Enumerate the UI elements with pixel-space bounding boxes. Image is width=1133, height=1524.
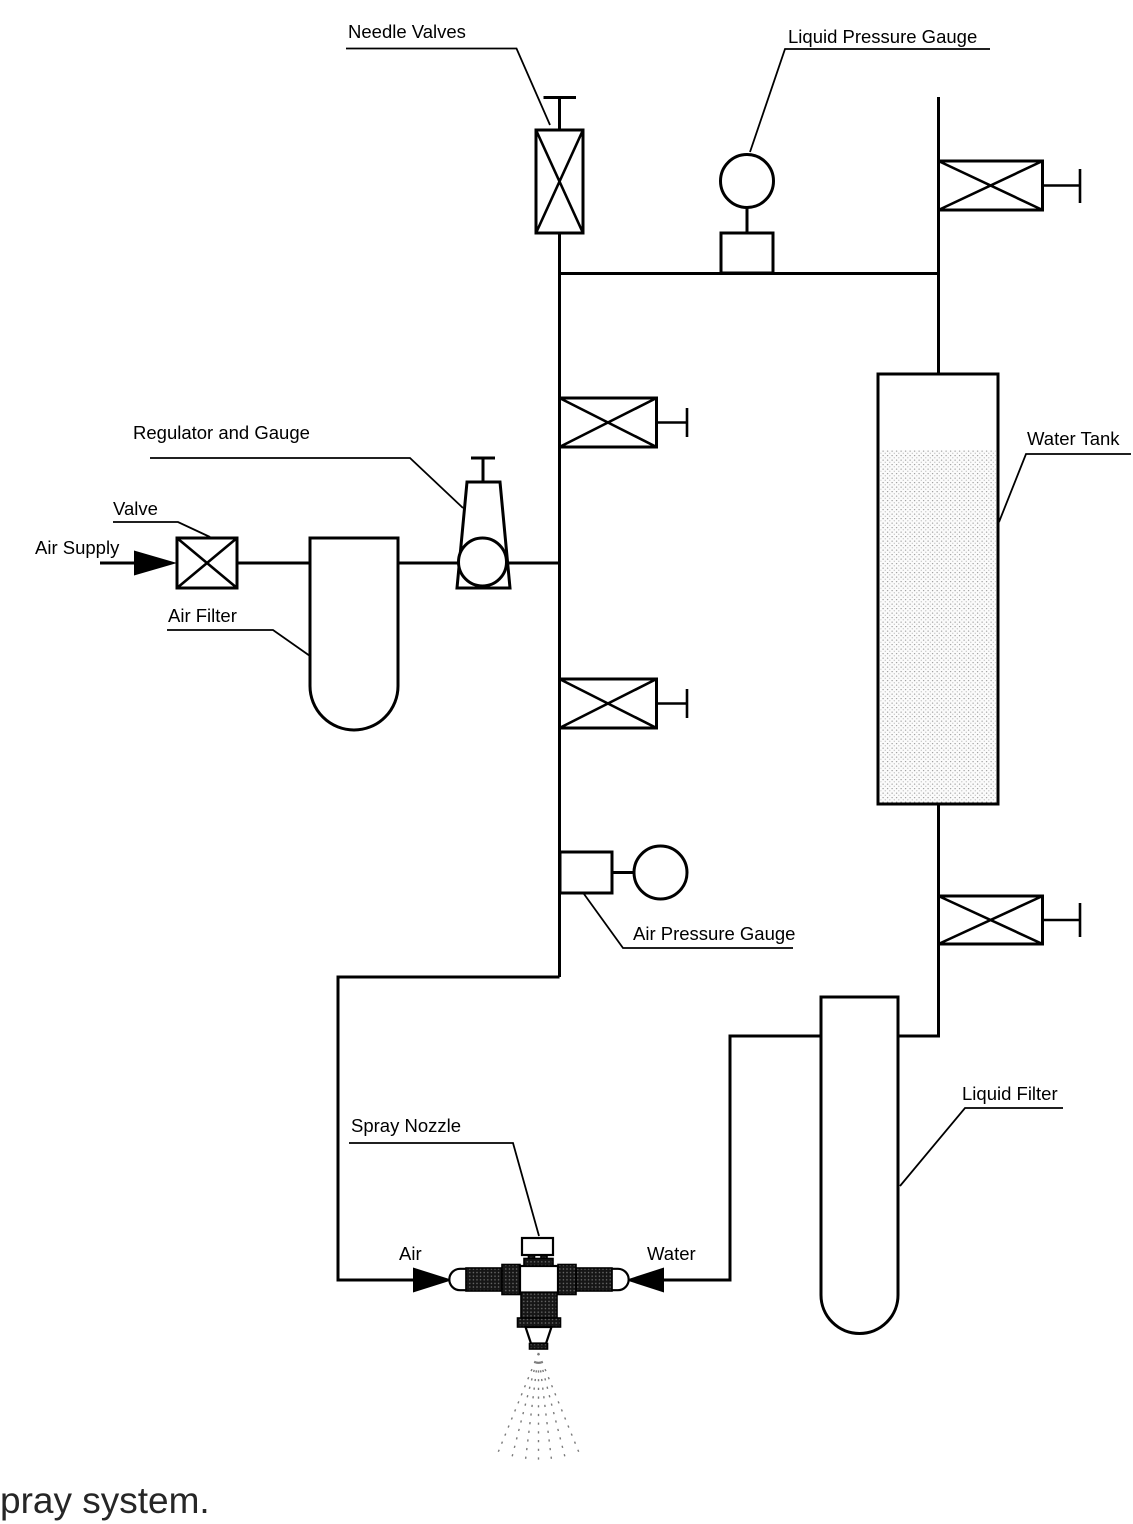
gauge-dial [719,153,775,209]
label-air-filter: Air Filter [168,605,237,626]
air-filter-vessel [308,536,400,732]
label-regulator-and-gauge: Regulator and Gauge [133,422,310,443]
nozzle-top-cap [520,1236,555,1257]
leader-regulator-and-gauge [150,457,464,509]
label-air-supply: Air Supply [35,537,120,558]
piping [100,96,940,1282]
label-liquid-pressure-gauge: Liquid Pressure Gauge [788,26,977,47]
label-spray-nozzle: Spray Nozzle [351,1115,461,1136]
water-to-nozzle-pipe [664,1034,822,1282]
nozzle-cone [523,1325,554,1345]
label-water-inlet: Water [647,1243,696,1264]
spray-pattern [496,1352,581,1465]
figure-caption: pray system. [0,1480,210,1521]
label-liquid-filter: Liquid Filter [962,1083,1058,1104]
gauge-base [719,231,775,275]
label-valve: Valve [113,498,158,519]
nozzle-top-strip [523,1257,554,1267]
needle-valve-lower-mid [558,677,689,730]
air-supply-arrow [134,550,177,576]
leader-liquid-pressure-gauge [749,48,990,153]
water-inlet-arrow [625,1267,664,1293]
tank-outlet-valve [937,894,1082,946]
leader-water-tank [998,453,1131,523]
liquid-filter-vessel [819,995,900,1335]
water-tank [876,372,1000,806]
nozzle-left-endcap [448,1267,468,1292]
nozzle-tip [528,1342,549,1350]
gauge-base [558,850,614,895]
nozzle-left-collar [501,1263,521,1296]
air-to-nozzle-pipe [336,975,560,1282]
air-pressure-gauge [558,844,689,901]
nozzle-right-arm [575,1267,613,1292]
nozzle-center-body [518,1264,560,1294]
leader-spray-nozzle [349,1142,540,1237]
regulator [455,456,512,590]
nozzle-right-collar [557,1263,577,1296]
tank-outlet-pipe [898,804,940,1038]
liquid-pressure-gauge [719,153,775,275]
air-inlet-arrow [413,1267,453,1293]
leader-liquid-filter [899,1107,1063,1187]
needle-valve-upper-mid [558,396,689,449]
nozzle-left-arm [465,1267,503,1292]
label-water-tank: Water Tank [1027,428,1120,449]
leader-needle-valves [346,47,551,126]
needle-valve-top [534,128,585,235]
spray-nozzle [413,1236,664,1350]
leader-air-pressure-gauge [583,893,793,949]
gauge-dial [632,844,689,901]
nozzle-bottom-collar [516,1317,562,1328]
regulator-gauge-dial [457,536,508,588]
nozzle-lower-body [520,1291,558,1321]
nozzle-right-endcap [610,1267,630,1292]
tank-liquid-fill [880,450,996,803]
label-needle-valves: Needle Valves [348,21,466,42]
label-air-inlet: Air [399,1243,422,1264]
leader-lines [113,47,1131,1237]
leader-valve [113,521,211,538]
leader-air-filter [167,629,311,657]
air-supply-valve [175,536,239,590]
water-top-valve [937,159,1082,212]
labels: Needle Valves Liquid Pressure Gauge Regu… [35,21,1120,1264]
label-air-pressure-gauge: Air Pressure Gauge [633,923,795,944]
